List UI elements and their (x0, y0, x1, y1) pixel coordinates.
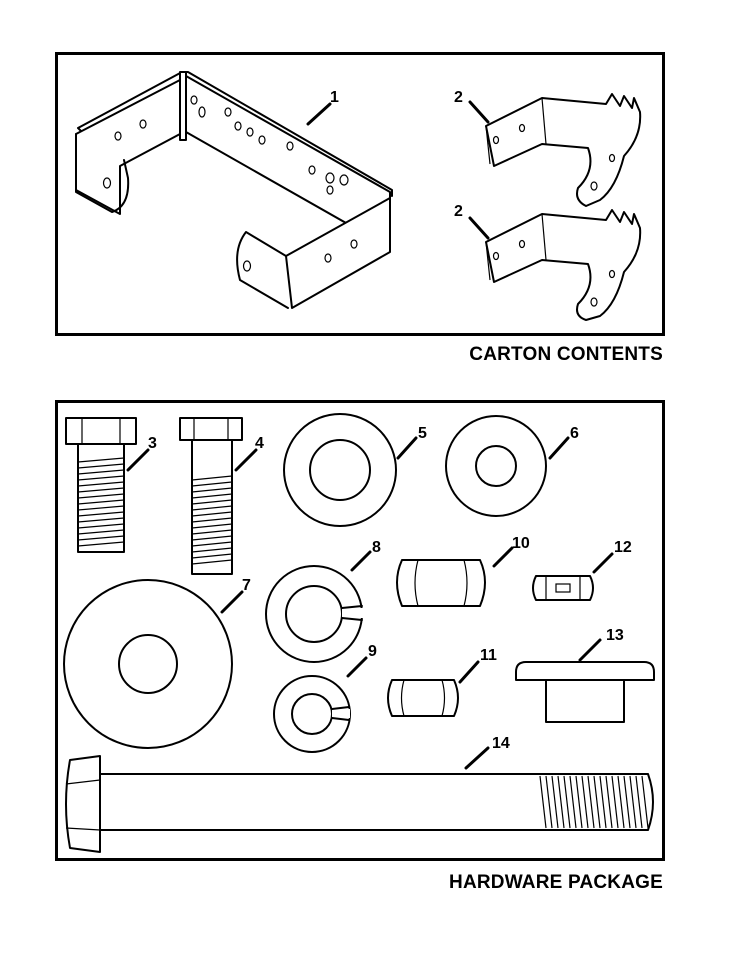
hardware-package-caption: HARDWARE PACKAGE (449, 872, 663, 893)
leader-14 (464, 746, 490, 770)
part-5-flat-washer (283, 413, 397, 527)
leader-9 (346, 656, 368, 678)
part-2-side-bracket-upper (485, 93, 642, 207)
callout-8: 8 (372, 539, 381, 556)
callout-3: 3 (148, 435, 157, 452)
callout-11: 11 (480, 647, 497, 664)
callout-10: 10 (512, 535, 530, 552)
part-8-lock-washer (265, 565, 364, 663)
leader-2b (468, 216, 490, 240)
callout-13: 13 (606, 627, 624, 644)
callout-1: 1 (330, 89, 339, 106)
callout-2a: 2 (454, 89, 463, 106)
carton-contents-caption: CARTON CONTENTS (469, 344, 663, 365)
part-14-long-bolt (65, 755, 654, 853)
part-2-side-bracket-lower (485, 209, 642, 321)
leader-12 (592, 552, 614, 574)
leader-11 (458, 660, 480, 684)
callout-4: 4 (255, 435, 264, 452)
leader-10 (492, 546, 514, 568)
callout-6: 6 (570, 425, 579, 442)
callout-14: 14 (492, 735, 510, 752)
callout-7: 7 (242, 577, 251, 594)
part-13-flanged-spacer (515, 661, 655, 723)
part-4-long-bolt (179, 417, 243, 575)
part-6-flat-washer (445, 415, 547, 517)
part-10-hex-nut (396, 559, 486, 607)
leader-3 (126, 448, 150, 472)
leader-6 (548, 436, 570, 460)
leader-13 (578, 638, 602, 662)
leader-5 (396, 436, 418, 460)
part-1-u-bracket (75, 71, 393, 309)
part-3-short-bolt (65, 417, 137, 553)
callout-2b: 2 (454, 203, 463, 220)
leader-8 (350, 550, 372, 572)
leader-1 (306, 102, 332, 126)
part-9-lock-washer (273, 675, 351, 753)
part-11-hex-nut (387, 679, 459, 717)
leader-2a (468, 100, 490, 124)
leader-7 (220, 590, 244, 614)
callout-12: 12 (614, 539, 632, 556)
leader-4 (234, 448, 258, 472)
callout-9: 9 (368, 643, 377, 660)
callout-5: 5 (418, 425, 427, 442)
part-12-small-nut (532, 575, 594, 601)
part-7-large-washer (63, 579, 233, 749)
